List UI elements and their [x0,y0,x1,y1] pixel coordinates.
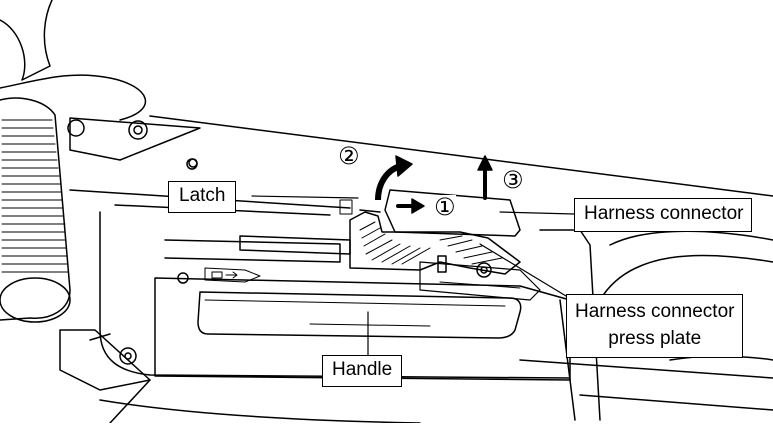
latch-label: Latch [168,181,237,213]
press-plate-label-line1: Harness connector [575,301,735,322]
harness-connector-leader [499,211,575,215]
latch-leader [251,195,359,199]
screw-left [67,119,85,137]
step1-arrow [396,198,425,214]
ribbed-roller [0,97,71,323]
press-plate-shape [349,211,521,278]
upper-left-housing [0,0,53,81]
right-housing [609,230,773,246]
harness-connector-body [359,189,521,237]
handle-label: Handle [322,355,403,387]
handle-label-text: Handle [332,359,393,380]
step3-number: ③ [502,166,524,194]
press-plate-label-line2: press plate [608,327,702,349]
handle-shape [197,291,522,339]
step2-arrow [375,155,413,201]
lower-bracket [59,329,151,391]
step2-number: ② [338,142,360,170]
harness-connector-label-text: Harness connector [584,203,744,224]
harness-connector-label: Harness connector [574,198,753,232]
press-plate-leader [479,243,567,297]
harness-connector-press-plate-label: Harness connector press plate [566,294,744,359]
step3-arrow [477,155,493,200]
frame-rail-top [149,115,773,197]
step1-number: ① [434,193,456,221]
left-arm [69,117,201,161]
screw-upper [128,120,148,140]
latch-label-text: Latch [179,185,226,206]
